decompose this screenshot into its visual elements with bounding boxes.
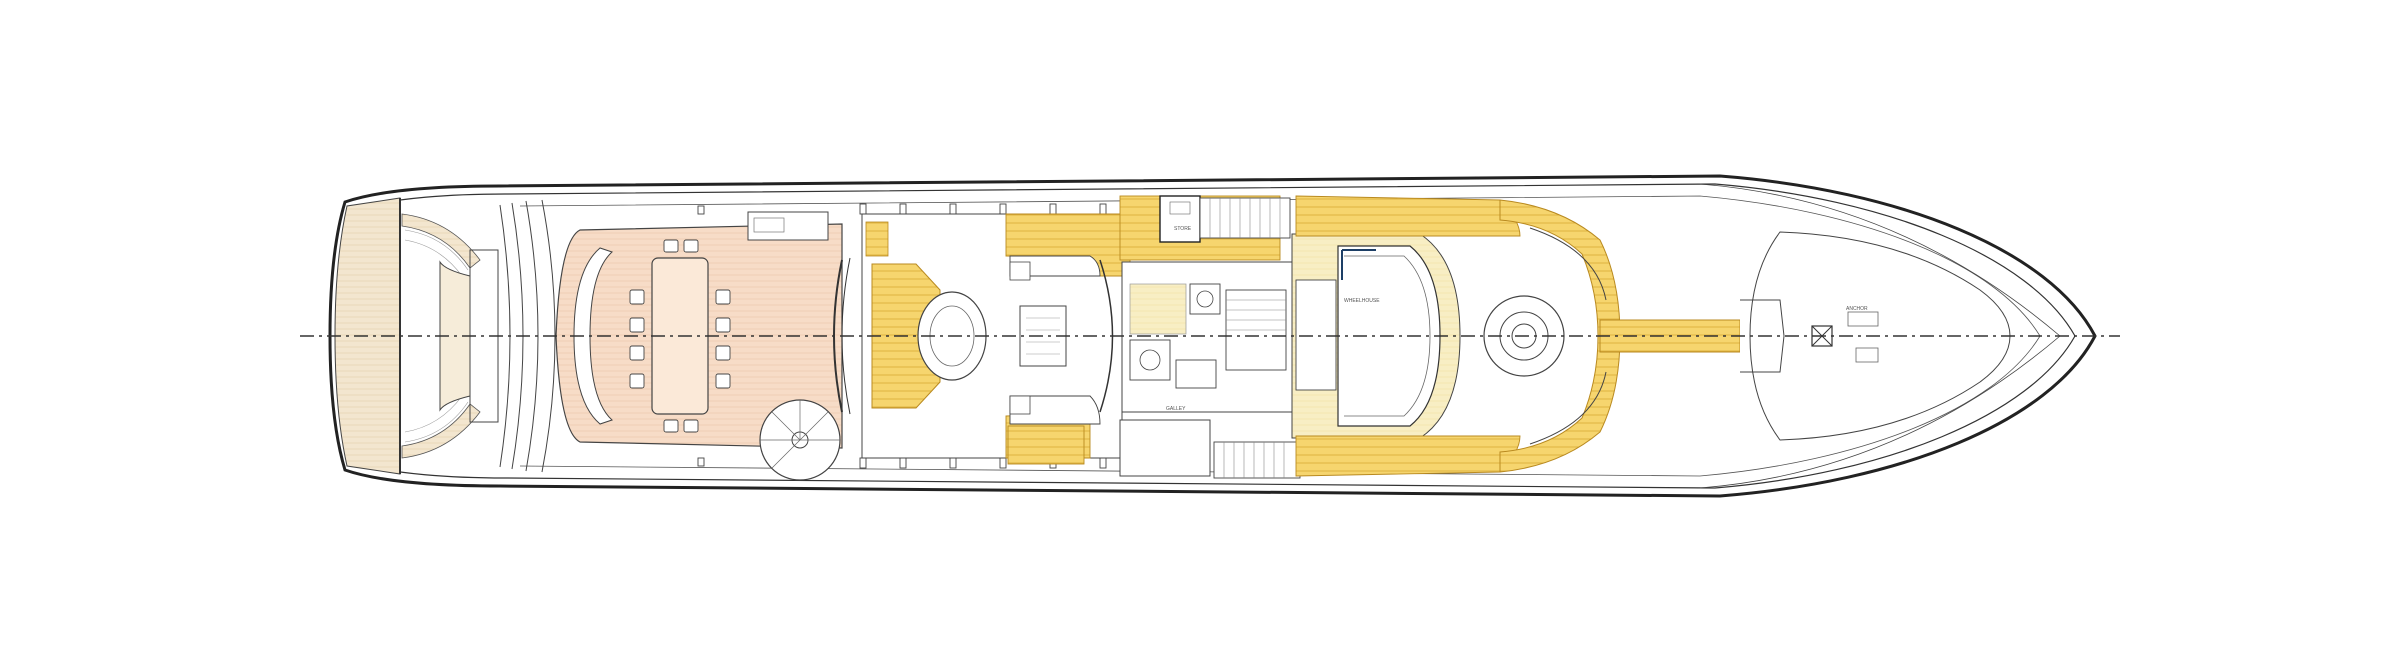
- anchor-label: ANCHOR: [1846, 306, 1868, 312]
- wheelhouse-label: WHEELHOUSE: [1344, 298, 1380, 304]
- store-label: STORE: [1174, 226, 1192, 232]
- galley-label: GALLEY: [1166, 406, 1186, 412]
- starboard-passage-yellow: [1007, 425, 1085, 465]
- dining-sofa: [573, 247, 613, 425]
- foredeck-yellow-bottom: [1295, 435, 1521, 477]
- saloon-entry-accent: [865, 221, 889, 257]
- bar-counter: [747, 211, 829, 241]
- starboard-store: [1119, 419, 1211, 477]
- dining-chairs: [629, 239, 731, 433]
- foredeck-yellow-arc: [1499, 199, 1621, 473]
- spiral-staircase: [759, 399, 841, 481]
- store-locker: [1159, 195, 1201, 243]
- foredeck-yellow-top: [1295, 195, 1521, 237]
- helm-console: [1295, 279, 1337, 391]
